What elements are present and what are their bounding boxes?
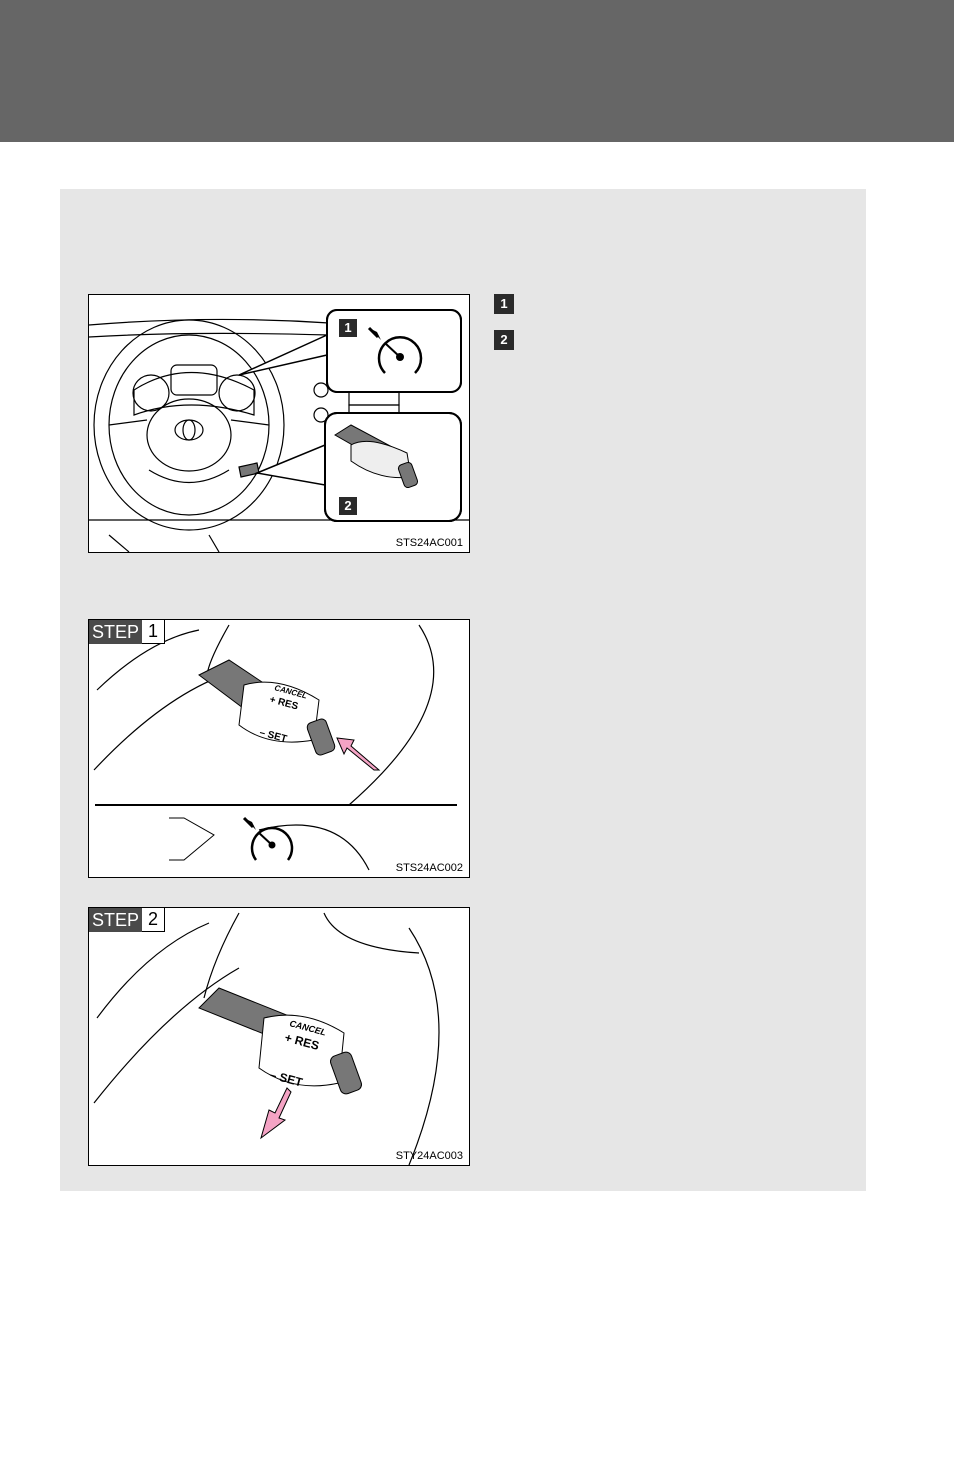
push-arrow-icon <box>336 737 381 771</box>
step1-figure: CANCEL + RES – SET STEP 1 STS24AC002 <box>88 619 470 878</box>
legend-badge-2: 2 <box>494 330 514 350</box>
step2-figure: CANCEL + RES – SET STEP 2 STY24AC003 <box>88 907 470 1166</box>
step-label: STEP <box>89 908 143 932</box>
legend-badge-1: 1 <box>494 294 514 314</box>
step1-tag: STEP 1 <box>89 620 166 644</box>
cruise-control-indicator-icon <box>367 326 423 374</box>
callout-badge-2: 2 <box>339 497 357 515</box>
dashboard-illustration <box>89 309 469 552</box>
header-bar <box>0 0 954 142</box>
content-panel: 1 2 STS24AC001 1 2 CANCEL + RES – SET <box>60 189 866 1191</box>
callout-badge-1: 1 <box>339 319 357 337</box>
step2-illustration: CANCEL + RES – SET <box>93 912 440 1165</box>
step2-tag: STEP 2 <box>89 908 166 932</box>
pull-down-arrow-icon <box>260 1087 292 1140</box>
step-number: 1 <box>142 620 166 644</box>
cruise-control-indicator-icon <box>242 816 294 861</box>
figure-code: STS24AC002 <box>395 862 463 874</box>
overview-figure: 1 2 STS24AC001 <box>88 294 470 553</box>
figure-code: STS24AC001 <box>395 537 463 549</box>
step1-illustration: CANCEL + RES – SET <box>93 624 457 871</box>
cruise-lever-icon <box>334 424 419 489</box>
figure-code: STY24AC003 <box>395 1150 463 1162</box>
step-label: STEP <box>89 620 143 644</box>
step-number: 2 <box>142 908 166 932</box>
